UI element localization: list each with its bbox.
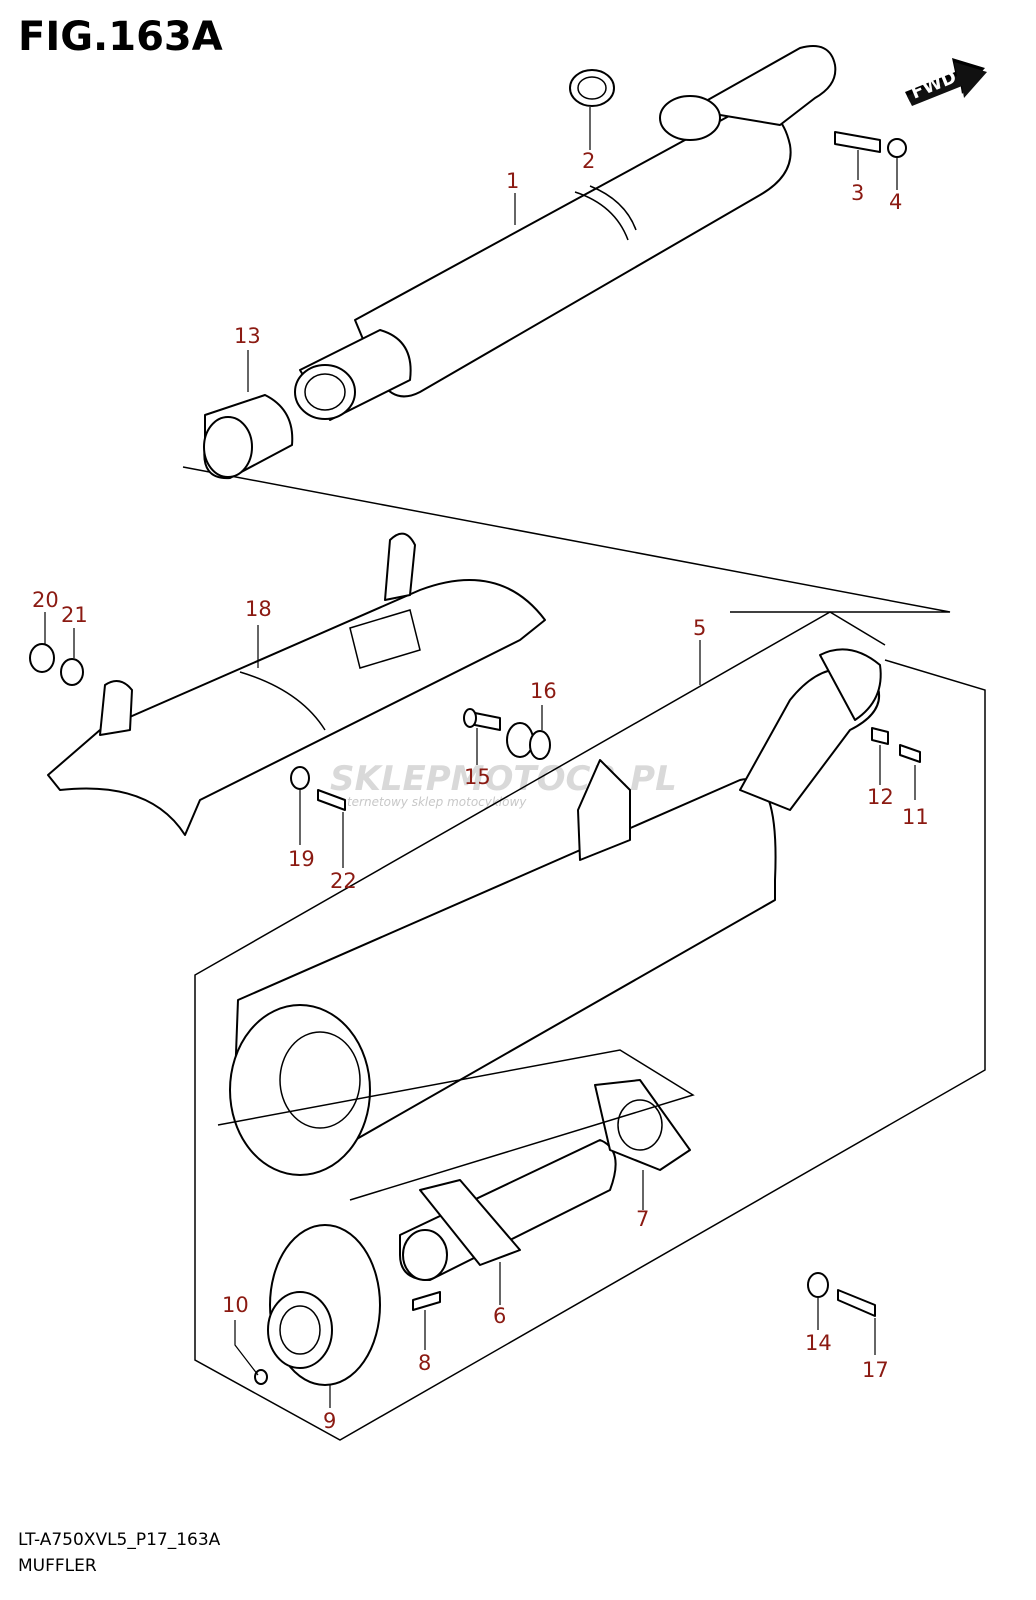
callout-16: 16: [530, 679, 557, 703]
callout-labels: 1 2 3 4 5 6 7 8 9 10 11 12 13 14 15 16 1…: [32, 149, 929, 1433]
callout-11: 11: [902, 805, 929, 829]
callout-17: 17: [862, 1358, 889, 1382]
callout-8: 8: [418, 1351, 431, 1375]
callout-9: 9: [323, 1409, 336, 1433]
pipe-sleeve: [203, 394, 294, 480]
washer-20: [29, 643, 55, 673]
bolt-22: [317, 789, 346, 811]
muffler-body: [229, 648, 882, 1176]
gasket-7: [594, 1079, 691, 1171]
spark-arrester-pipe: [399, 1139, 617, 1281]
callout-5: 5: [693, 616, 706, 640]
callout-4: 4: [889, 190, 902, 214]
collar-12: [871, 727, 889, 745]
watermark-sub-text: internetowy sklep motocyklowy: [336, 795, 527, 809]
muffler-group-outline: [194, 611, 986, 1441]
washer-19: [290, 766, 310, 790]
stud-bolt: [834, 131, 881, 153]
callout-15: 15: [464, 765, 491, 789]
upper-group-outline: [182, 466, 951, 613]
callout-7: 7: [636, 1207, 649, 1231]
callout-18: 18: [245, 597, 272, 621]
callout-10: 10: [222, 1293, 249, 1317]
callout-14: 14: [805, 1331, 832, 1355]
heat-shield: [47, 532, 546, 836]
callout-2: 2: [582, 149, 595, 173]
callout-6: 6: [493, 1304, 506, 1328]
callout-22: 22: [330, 869, 357, 893]
callout-20: 20: [32, 588, 59, 612]
callout-12: 12: [867, 785, 894, 809]
bushing-15: [463, 708, 501, 731]
callout-3: 3: [851, 181, 864, 205]
muffler-inner-outline: [217, 1049, 695, 1201]
callout-21: 21: [61, 603, 88, 627]
callout-13: 13: [234, 324, 261, 348]
exhaust-pipe: [294, 45, 837, 421]
callout-19: 19: [288, 847, 315, 871]
end-cap: [267, 1224, 381, 1386]
leader-lines: [44, 107, 916, 1408]
fwd-label: FWD: [908, 67, 960, 104]
bushing-16: [506, 722, 551, 760]
bolt-11: [899, 744, 921, 763]
bolt-8: [412, 1291, 441, 1311]
figure-caption: MUFFLER: [18, 1556, 97, 1576]
washer-14: [807, 1272, 829, 1298]
callout-1: 1: [506, 169, 519, 193]
fwd-arrow-icon: FWD: [905, 58, 987, 106]
nut: [887, 138, 907, 158]
screw-10: [254, 1369, 268, 1385]
figure-title: FIG.163A: [18, 14, 223, 60]
grommet-21: [60, 658, 84, 686]
bolt-17: [837, 1289, 876, 1317]
gasket-ring: [569, 69, 615, 107]
figure-code: LT-A750XVL5_P17_163A: [18, 1530, 221, 1550]
